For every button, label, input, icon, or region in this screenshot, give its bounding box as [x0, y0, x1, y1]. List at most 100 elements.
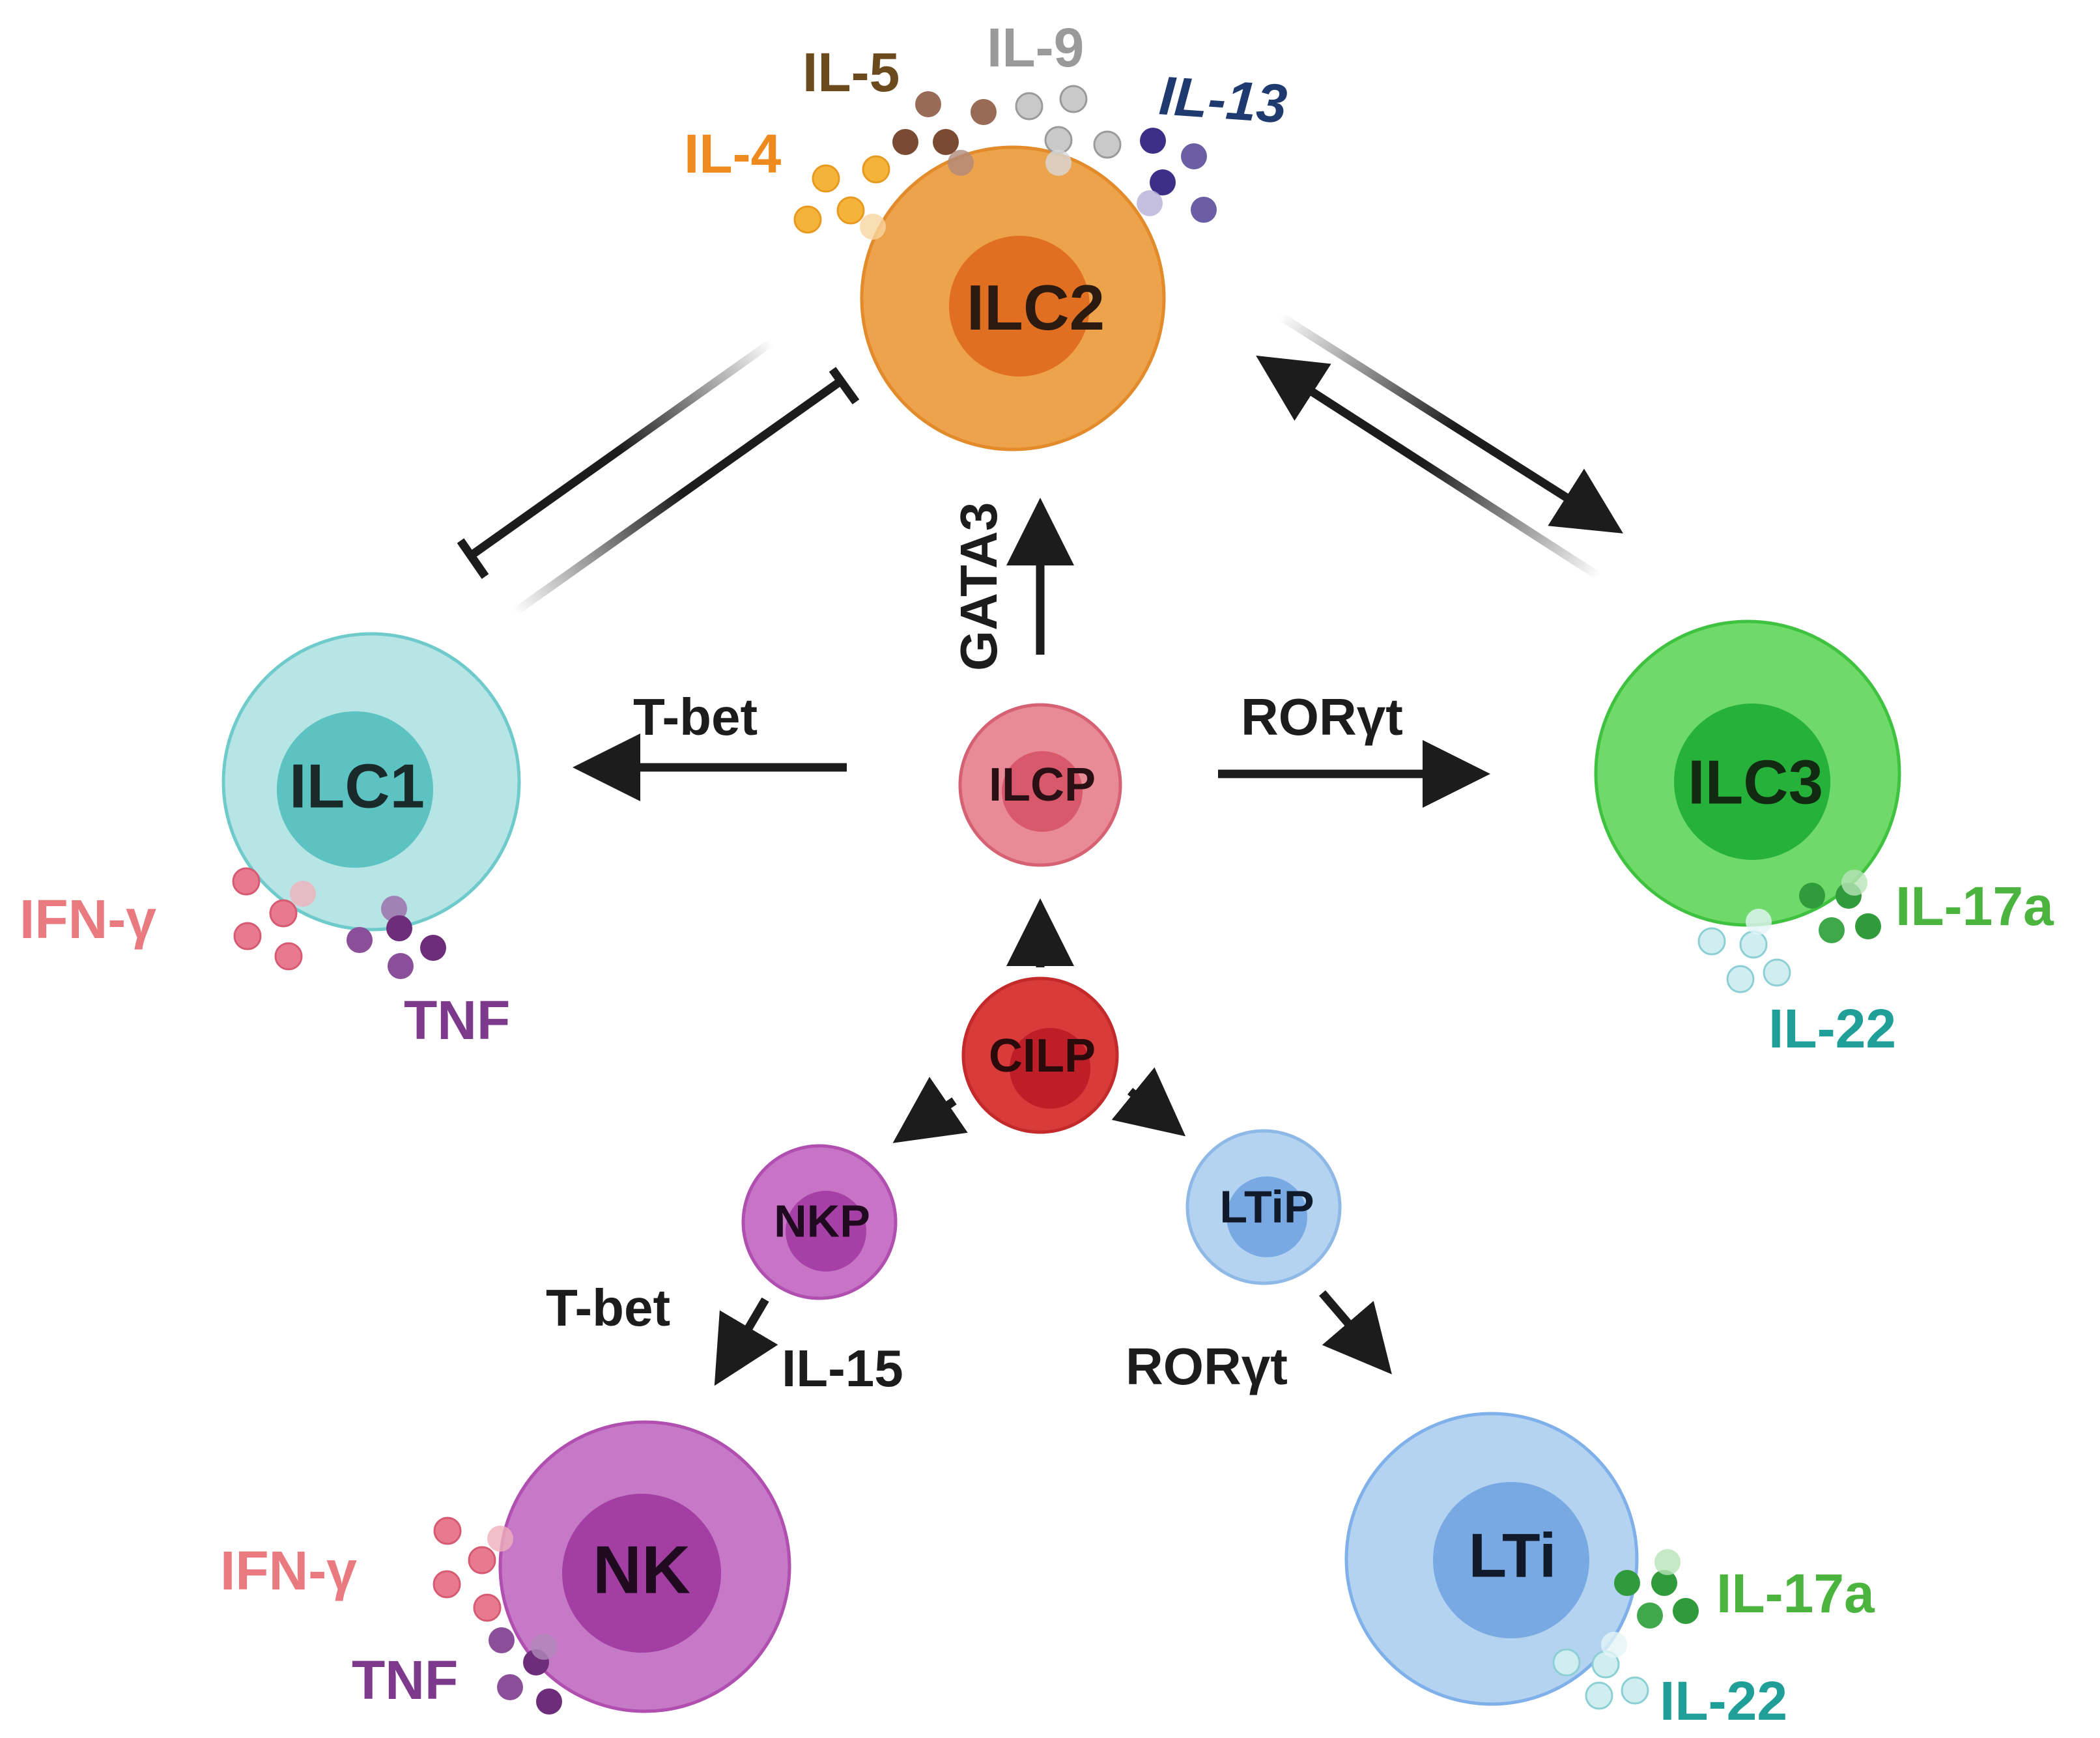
- cell-ilcp: ILCP: [958, 703, 1122, 867]
- arrow-ilc3-to-ilc2: [1256, 355, 1602, 580]
- cell-ilc1-label: ILC1: [289, 751, 425, 821]
- lti-il17a-dot: [1637, 1603, 1663, 1629]
- il13-dot: [1181, 143, 1207, 169]
- il13-dot: [1137, 190, 1163, 216]
- il4-dot: [793, 205, 822, 234]
- rorgt-lti-label: RORγt: [1126, 1337, 1288, 1395]
- cell-ltip-nucleus: [1227, 1176, 1307, 1257]
- ilc1-ifng-dot: [269, 899, 298, 928]
- ilc1-tnf-label: TNF: [404, 990, 510, 1051]
- nk-ifng-dot: [468, 1546, 496, 1574]
- lti-il17a-dot: [1614, 1570, 1640, 1596]
- il4-dot: [860, 214, 886, 240]
- cell-ilc2: ILC2: [860, 145, 1166, 451]
- inhibition-bar-ilc1-end: [457, 538, 489, 579]
- lti-il22-dot: [1601, 1632, 1627, 1658]
- lti-il17a-dot: [1651, 1570, 1677, 1596]
- lti-il22-label: IL-22: [1660, 1670, 1787, 1731]
- ilc3-il17a-dot: [1799, 883, 1825, 909]
- ilc3-il22-dot: [1739, 930, 1768, 959]
- ilc1-ifng-dot: [232, 867, 261, 896]
- cell-nkp-nucleus: [786, 1191, 866, 1272]
- cell-lti: LTi: [1344, 1412, 1639, 1706]
- il5-dot: [892, 129, 918, 155]
- ilc1-tnf-dot: [347, 927, 373, 953]
- tbet-nk-label: T-bet: [546, 1279, 670, 1337]
- il13-dot: [1191, 197, 1217, 223]
- nk-ifng-label: IFN-γ: [220, 1540, 357, 1601]
- arrow-nkp-to-nk: [714, 1297, 778, 1386]
- ilc3-il17a-dot: [1855, 913, 1881, 939]
- nk-tnf-dot: [497, 1674, 523, 1700]
- il9-dot: [1045, 150, 1071, 176]
- ilc3-il22-dot: [1763, 958, 1791, 987]
- inhibition-line-ilc1-to-ilc2: [512, 375, 846, 616]
- inhibition-bar-ilc2-end: [829, 367, 860, 405]
- il9-label: IL-9: [987, 17, 1084, 78]
- inhibition-line-ilc2-to-ilc1: [471, 338, 774, 558]
- ilc3-il22-dot: [1746, 909, 1772, 935]
- ilc1-tnf-dot: [386, 915, 412, 941]
- cell-ilc2-label: ILC2: [967, 272, 1105, 343]
- ilc1-ifng-label: IFN-γ: [20, 889, 156, 950]
- ilc3-il22-label: IL-22: [1768, 998, 1896, 1059]
- il13-label: IL-13: [1157, 64, 1289, 134]
- nk-ifng-dot: [487, 1526, 513, 1552]
- nk-ifng-dot: [473, 1593, 502, 1622]
- cell-nkp: NKP: [741, 1144, 898, 1300]
- cell-nk: NK: [498, 1420, 791, 1713]
- gata3-label: GATA3: [950, 502, 1008, 671]
- tbet-ilc1-label: T-bet: [633, 688, 758, 746]
- nk-tnf-dot: [489, 1627, 515, 1653]
- lti-il22-dot: [1585, 1681, 1613, 1710]
- il5-dot: [915, 91, 941, 117]
- il15-label: IL-15: [782, 1339, 903, 1397]
- cell-cilp: CILP: [961, 976, 1119, 1134]
- arrow-ilc2-to-ilc3: [1277, 312, 1623, 534]
- ilc1-ifng-dot: [233, 922, 262, 950]
- cell-cilp-label: CILP: [989, 1030, 1096, 1082]
- ilc3-il17a-dot: [1841, 870, 1867, 896]
- il5-dot: [948, 150, 974, 176]
- ilc1-ifng-dot: [290, 881, 316, 907]
- cell-lti-label: LTi: [1468, 1520, 1556, 1590]
- il9-dot: [1059, 85, 1088, 113]
- cell-ilcp-label: ILCP: [989, 759, 1096, 811]
- cell-ilc1: ILC1: [221, 632, 521, 932]
- cell-nkp-label: NKP: [774, 1195, 870, 1246]
- cell-nk-label: NK: [593, 1532, 690, 1608]
- ilc1-ifng-dot: [274, 942, 303, 971]
- cell-lti-nucleus: [1433, 1482, 1589, 1638]
- lti-il17a-dot: [1673, 1598, 1699, 1624]
- cell-nk-nucleus: [562, 1494, 721, 1653]
- ilc3-il17a-label: IL-17a: [1895, 876, 2054, 937]
- cell-ilc3-nucleus: [1674, 704, 1830, 860]
- cell-cilp-nucleus: [1010, 1028, 1090, 1109]
- il9-dot: [1044, 126, 1073, 154]
- il4-dot: [836, 196, 865, 225]
- arrow-cilp-to-nkp: [892, 1077, 968, 1143]
- il4-label: IL-4: [684, 123, 782, 184]
- cell-ilc2-nucleus: [949, 236, 1090, 377]
- il13-dot: [1140, 128, 1166, 154]
- ilc3-il17a-dot: [1819, 917, 1845, 943]
- nk-tnf-dot: [531, 1634, 557, 1660]
- ilc1-tnf-dot: [388, 953, 414, 979]
- ilc3-il22-dot: [1726, 965, 1755, 993]
- ilc1-tnf-dot: [381, 896, 407, 922]
- cell-ltip-label: LTiP: [1219, 1181, 1314, 1232]
- il5-dot: [971, 99, 997, 125]
- connectors: [457, 312, 1623, 1386]
- il5-dot: [933, 129, 959, 155]
- arrow-ltip-to-lti: [1319, 1290, 1392, 1375]
- nk-ifng-dot: [433, 1570, 461, 1599]
- cell-ltip: LTiP: [1185, 1129, 1342, 1285]
- rorgt-ilc3-label: RORγt: [1241, 688, 1403, 746]
- lti-il22-dot: [1552, 1648, 1581, 1677]
- nk-tnf-label: TNF: [352, 1649, 458, 1711]
- factor-labels: GATA3 T-bet RORγt T-bet IL-15 RORγt: [546, 502, 1403, 1397]
- cell-ilc1-nucleus: [277, 711, 433, 868]
- lti-il17a-label: IL-17a: [1716, 1563, 1875, 1624]
- nk-tnf-dot: [536, 1688, 562, 1715]
